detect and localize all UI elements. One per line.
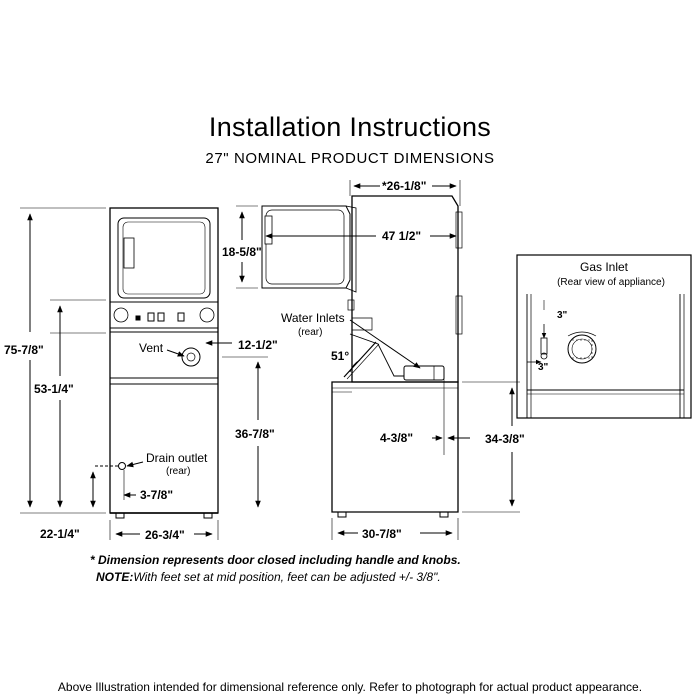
page-title: Installation Instructions [208, 112, 492, 142]
gas-inlet-title: Gas Inlet [580, 260, 629, 274]
front-height-washer-label: 53-1/4" [34, 382, 74, 396]
inlet-offset-label: 4-3/8" [380, 431, 413, 445]
water-inlets-label: Water Inlets [281, 311, 345, 325]
washer-depth-label: 30-7/8" [362, 527, 402, 541]
feet-note: NOTE:With feet set at mid position, feet… [96, 570, 441, 584]
washer-height-label: 34-3/8" [485, 432, 525, 446]
front-view [20, 207, 268, 540]
gas-inlet-horizontal-dim: 3" [538, 362, 549, 373]
drain-outlet-sublabel: (rear) [166, 466, 190, 477]
gas-inlet-vertical-dim: 3" [557, 310, 568, 321]
gas-inlet-subtitle: (Rear view of appliance) [557, 277, 665, 288]
drain-offset-label: 3-7/8" [140, 488, 173, 502]
gas-inlet-inset [516, 254, 692, 419]
door-open-depth-label: 47 1/2" [382, 229, 421, 243]
note-prefix: NOTE: [96, 570, 134, 584]
front-height-total-label: 75-7/8" [4, 343, 44, 357]
vent-label: Vent [139, 341, 164, 355]
page-subtitle: 27" NOMINAL PRODUCT DIMENSIONS [205, 150, 495, 167]
side-view [236, 180, 520, 540]
footer-disclaimer: Above Illustration intended for dimensio… [57, 680, 643, 694]
front-width-label: 26-3/4" [145, 528, 185, 542]
front-height-vent-label: 36-7/8" [235, 427, 275, 441]
vent-offset-label: 12-1/2" [238, 338, 278, 352]
note-text: With feet set at mid position, feet can … [133, 570, 441, 584]
asterisk-note: * Dimension represents door closed inclu… [90, 553, 461, 567]
front-height-drain-label: 22-1/4" [40, 527, 80, 541]
water-inlets-sublabel: (rear) [298, 327, 322, 338]
door-height-label: 18-5/8" [222, 245, 262, 259]
drain-outlet-label: Drain outlet [146, 451, 208, 465]
lid-angle-label: 51° [331, 349, 349, 363]
dryer-depth-label: *26-1/8" [382, 179, 426, 193]
